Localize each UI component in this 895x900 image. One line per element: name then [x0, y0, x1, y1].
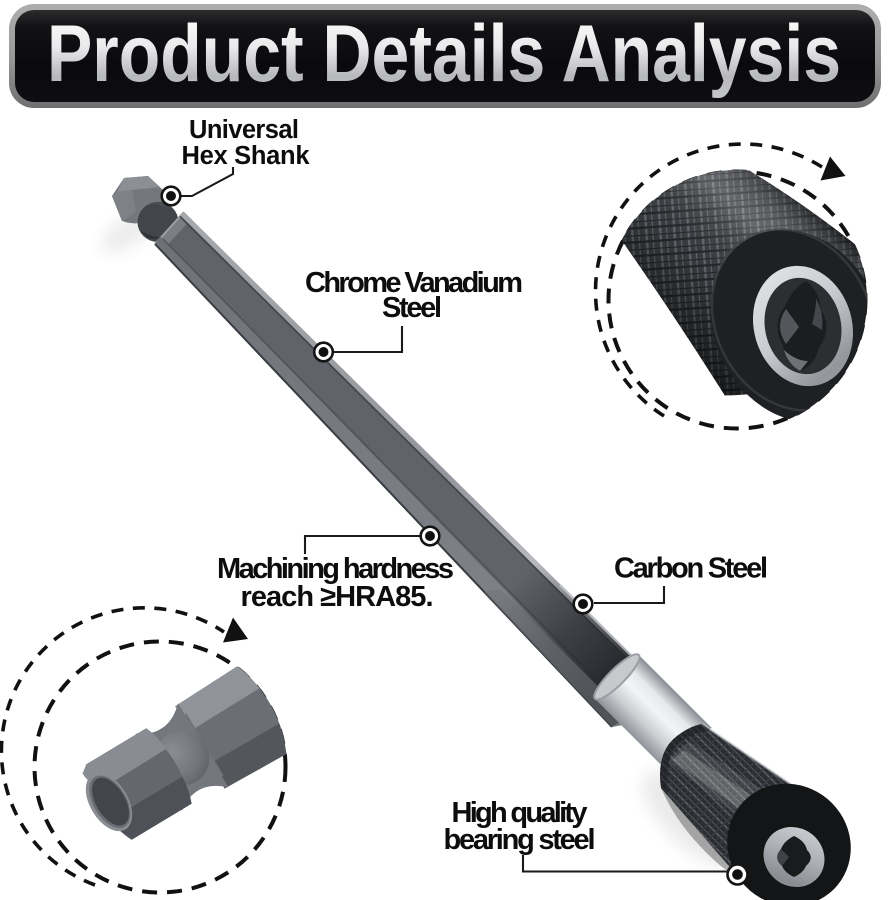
svg-text:Machining hardness: Machining hardness — [217, 553, 454, 585]
svg-text:Product Details Analysis: Product Details Analysis — [47, 9, 841, 99]
svg-text:Carbon Steel: Carbon Steel — [614, 553, 768, 585]
svg-text:Chrome Vanadium: Chrome Vanadium — [305, 267, 523, 299]
svg-text:Steel: Steel — [382, 292, 442, 324]
svg-text:Universal: Universal — [189, 116, 299, 144]
svg-text:High quality: High quality — [452, 797, 588, 829]
svg-text:reach ≥HRA85.: reach ≥HRA85. — [241, 581, 434, 613]
svg-text:bearing steel: bearing steel — [444, 824, 596, 856]
svg-text:Hex Shank: Hex Shank — [182, 142, 311, 170]
